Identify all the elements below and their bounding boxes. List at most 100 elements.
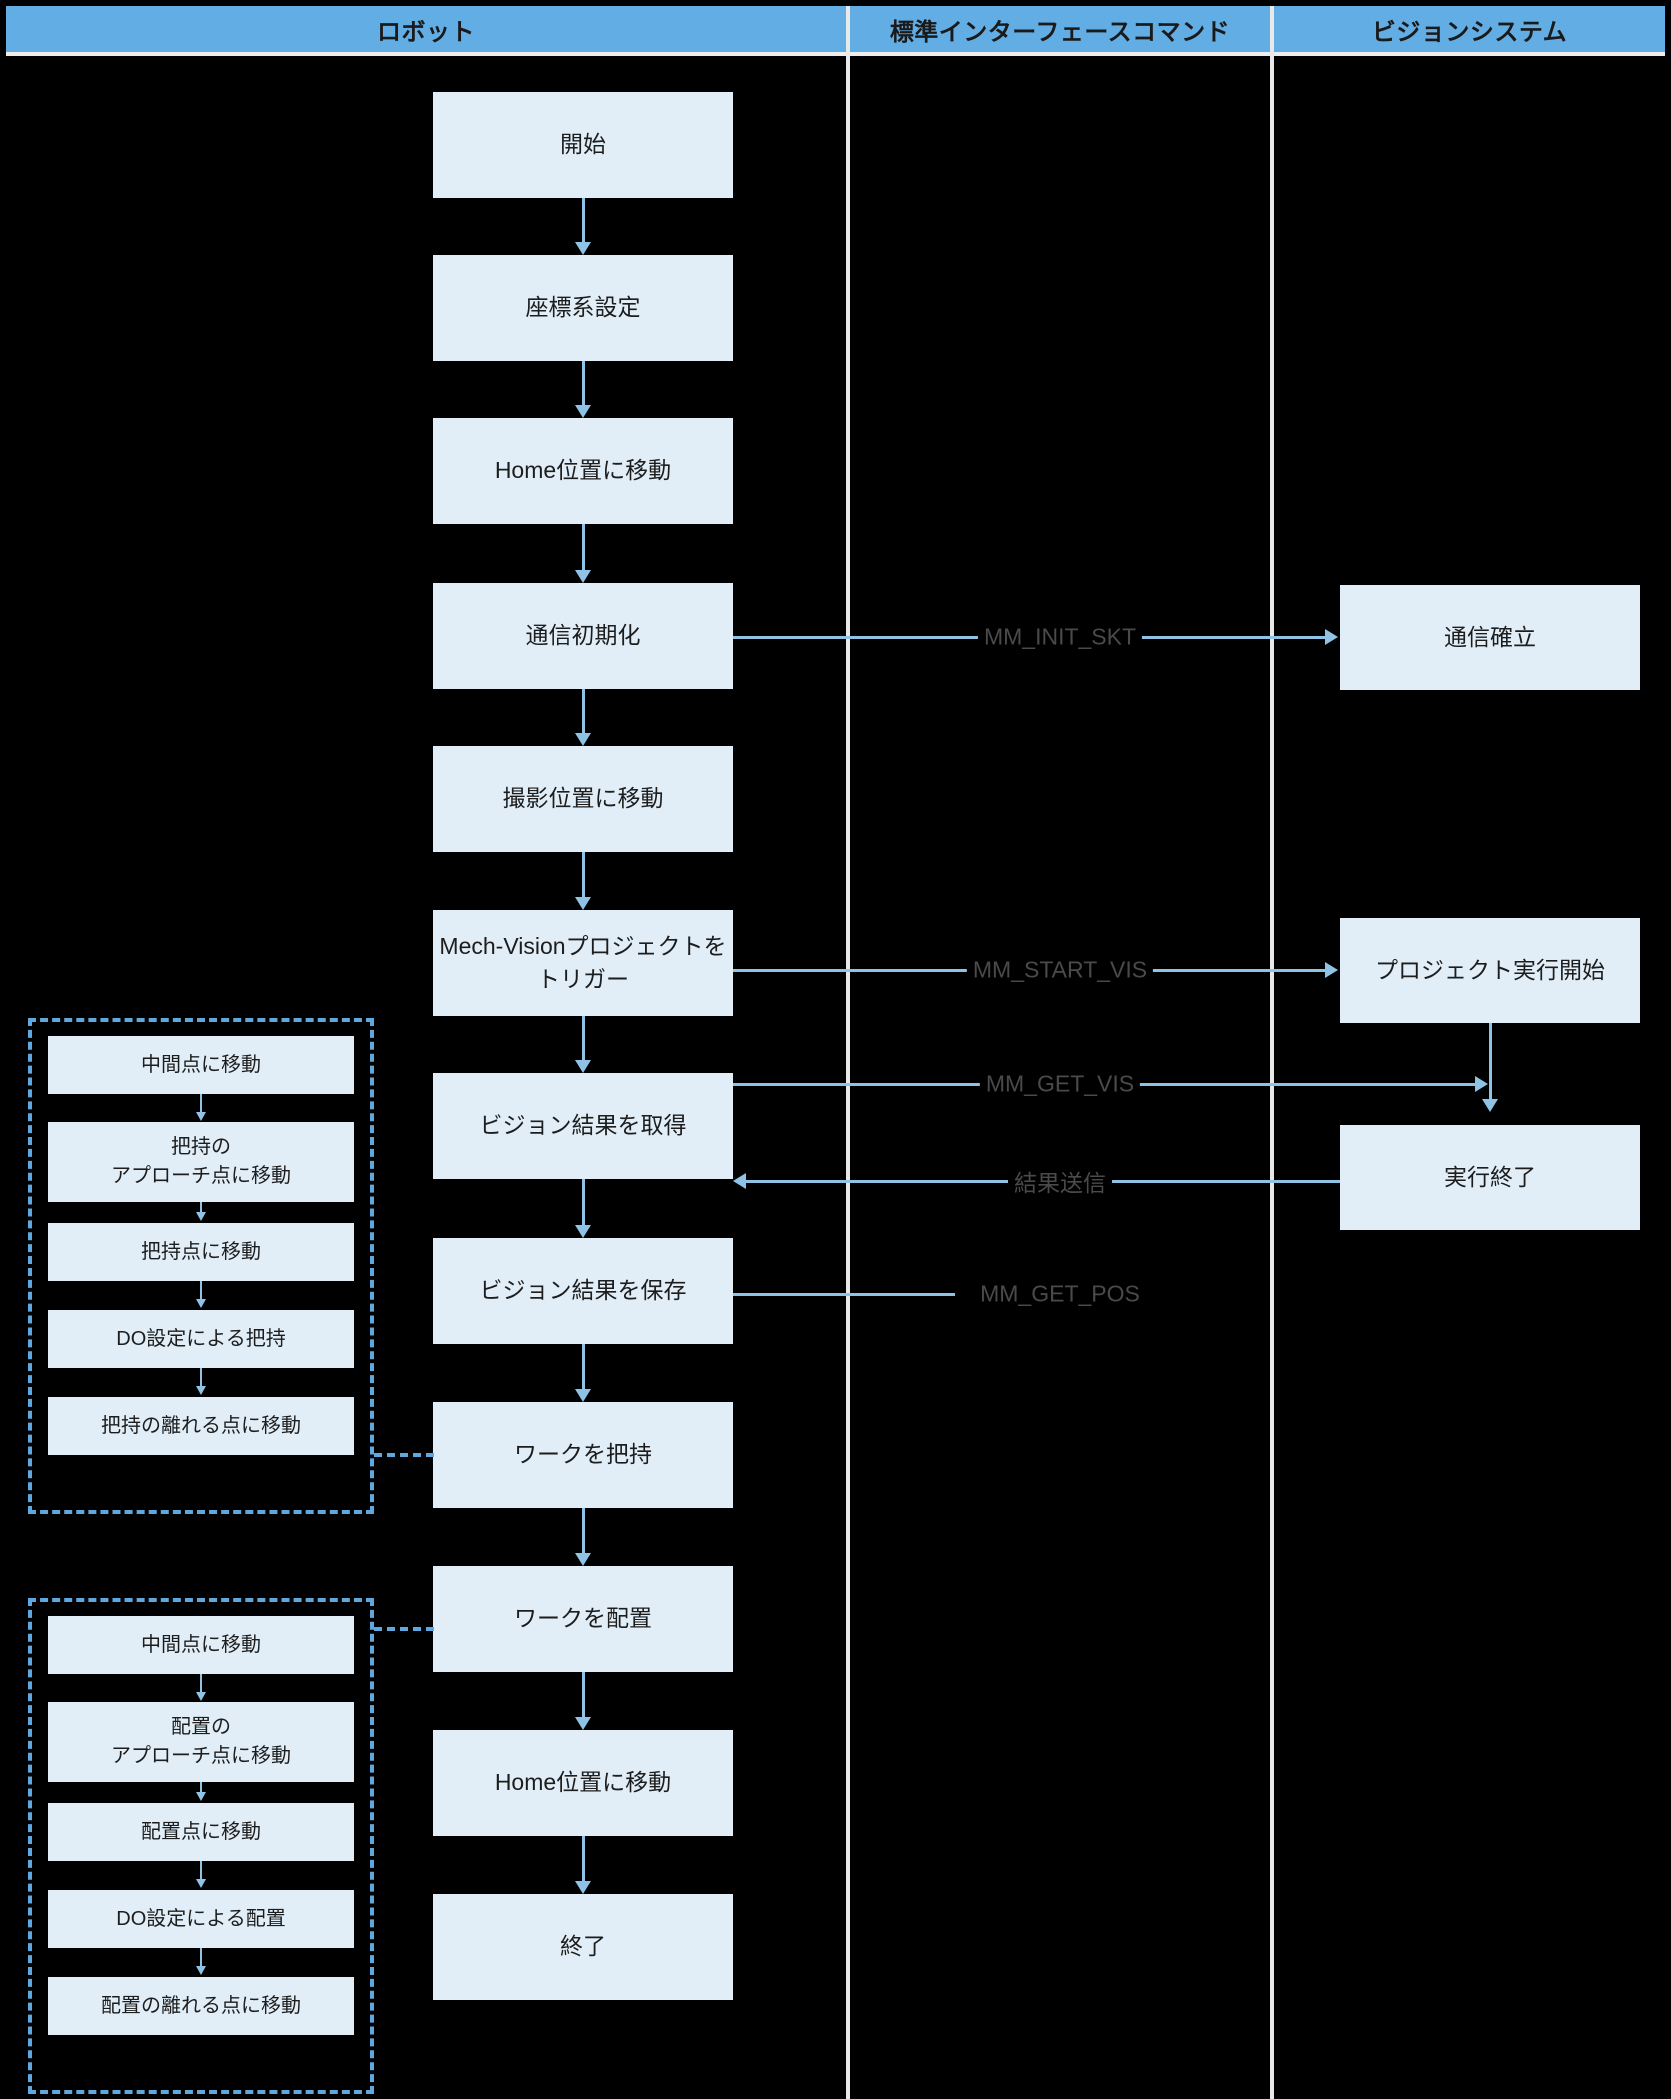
dash-link-place-group-to-node xyxy=(374,1627,434,1631)
msg-label-mm-start-vis: MM_START_VIS xyxy=(966,956,1154,984)
arrowhead-place-point xyxy=(196,1792,206,1801)
connector-initcomm-to-capture xyxy=(582,689,585,733)
node-label: 配置の離れる点に移動 xyxy=(101,1994,301,2017)
arrowhead-capture xyxy=(575,733,591,746)
connector-getresult-to-saveresult xyxy=(582,1179,585,1225)
node-move-home-1[interactable]: Home位置に移動 xyxy=(433,418,733,524)
arrowhead-pick-do xyxy=(196,1299,206,1308)
node-label: 通信確立 xyxy=(1444,623,1536,650)
node-project-start[interactable]: プロジェクト実行開始 xyxy=(1340,918,1640,1023)
node-move-capture[interactable]: 撮影位置に移動 xyxy=(433,746,733,852)
connector-saveresult-to-pick xyxy=(582,1344,585,1389)
node-label: ワークを配置 xyxy=(514,1605,652,1632)
lane-separator-1 xyxy=(846,6,850,2099)
node-save-vision-result[interactable]: ビジョン結果を保存 xyxy=(433,1238,733,1344)
node-end[interactable]: 終了 xyxy=(433,1894,733,2000)
arrowhead-saveresult xyxy=(575,1225,591,1238)
node-init-comm[interactable]: 通信初期化 xyxy=(433,583,733,689)
node-label-line1: 把持の xyxy=(171,1136,231,1158)
node-label: 把持点に移動 xyxy=(141,1240,261,1263)
arrowhead-place xyxy=(575,1553,591,1566)
node-place-work[interactable]: ワークを配置 xyxy=(433,1566,733,1672)
msg-label-result-send: 結果送信 xyxy=(1008,1164,1112,1198)
connector-setcoord-to-home1 xyxy=(582,361,585,405)
lane-title-vision: ビジョンシステム xyxy=(1371,18,1568,46)
connector-place-approach-to-point xyxy=(200,1782,202,1796)
node-label: Home位置に移動 xyxy=(494,457,672,484)
node-label: ビジョン結果を取得 xyxy=(479,1112,687,1139)
node-label: DO設定による把持 xyxy=(116,1327,286,1350)
group-place-subroutine xyxy=(28,1598,374,2094)
msg-label-mm-init-skt: MM_INIT_SKT xyxy=(977,623,1143,651)
node-label-line2: アプローチ点に移動 xyxy=(111,1165,291,1187)
node-label: 配置点に移動 xyxy=(141,1820,261,1843)
node-start[interactable]: 開始 xyxy=(433,92,733,198)
node-pick-point[interactable]: 把持点に移動 xyxy=(48,1223,354,1281)
node-label: 終了 xyxy=(560,1933,606,1960)
node-label-line2: アプローチ点に移動 xyxy=(111,1745,291,1767)
node-label: 中間点に移動 xyxy=(141,1633,261,1656)
node-place-approach[interactable]: 配置の アプローチ点に移動 xyxy=(48,1702,354,1782)
node-place-do[interactable]: DO設定による配置 xyxy=(48,1890,354,1948)
node-pick-work[interactable]: ワークを把持 xyxy=(433,1402,733,1508)
arrowhead-place-departure xyxy=(196,1966,206,1975)
arrowhead-home2 xyxy=(575,1717,591,1730)
arrowhead-setcoord xyxy=(575,242,591,255)
node-label: ワークを把持 xyxy=(514,1441,652,1468)
arrowhead-initcomm xyxy=(575,570,591,583)
node-set-coord[interactable]: 座標系設定 xyxy=(433,255,733,361)
node-label: Home位置に移動 xyxy=(494,1769,672,1796)
node-comm-established[interactable]: 通信確立 xyxy=(1340,585,1640,690)
connector-capture-to-trigger xyxy=(582,852,585,897)
node-pick-approach[interactable]: 把持の アプローチ点に移動 xyxy=(48,1122,354,1202)
arrowhead-mm-init-skt xyxy=(1325,629,1338,645)
connector-pick-approach-to-point xyxy=(200,1202,202,1216)
node-label: 座標系設定 xyxy=(525,294,641,321)
arrowhead-pick-approach xyxy=(196,1112,206,1121)
node-move-home-2[interactable]: Home位置に移動 xyxy=(433,1730,733,1836)
node-pick-departure[interactable]: 把持の離れる点に移動 xyxy=(48,1397,354,1455)
lane-header-command: 標準インターフェースコマンド xyxy=(850,6,1270,52)
connector-home1-to-initcomm xyxy=(582,524,585,570)
connector-place-to-home2 xyxy=(582,1672,585,1717)
connector-trigger-to-getresult xyxy=(582,1016,585,1060)
connector-place-point-to-do xyxy=(200,1861,202,1883)
msg-label-mm-get-pos: MM_GET_POS xyxy=(974,1280,1146,1308)
node-label: DO設定による配置 xyxy=(116,1907,286,1930)
connector-pick-waypoint-to-approach xyxy=(200,1094,202,1116)
node-label-line1: 配置の xyxy=(171,1716,231,1738)
group-pick-subroutine xyxy=(28,1018,374,1514)
lane-header-vision: ビジョンシステム xyxy=(1274,6,1665,52)
lane-header-underline xyxy=(6,52,1665,56)
connector-pick-point-to-do xyxy=(200,1281,202,1303)
node-pick-do[interactable]: DO設定による把持 xyxy=(48,1310,354,1368)
node-get-vision-result[interactable]: ビジョン結果を取得 xyxy=(433,1073,733,1179)
node-label: Mech-Visionプロジェクトをトリガー xyxy=(439,932,727,992)
arrowhead-pick-point xyxy=(196,1212,206,1221)
arrowhead-getresult xyxy=(575,1060,591,1073)
arrowhead-pick xyxy=(575,1389,591,1402)
node-label: 中間点に移動 xyxy=(141,1053,261,1076)
node-label: 把持の離れる点に移動 xyxy=(101,1414,301,1437)
lane-title-robot: ロボット xyxy=(377,18,475,46)
lane-header-robot: ロボット xyxy=(6,6,846,52)
dash-link-pick-group-to-node xyxy=(374,1453,434,1457)
arrowhead-mm-start-vis xyxy=(1325,962,1338,978)
node-label: ビジョン結果を保存 xyxy=(479,1277,687,1304)
node-project-end[interactable]: 実行終了 xyxy=(1340,1125,1640,1230)
lane-separator-2 xyxy=(1270,6,1274,2099)
msgline-mm-get-pos xyxy=(733,1293,955,1296)
connector-home2-to-end xyxy=(582,1836,585,1881)
node-place-waypoint[interactable]: 中間点に移動 xyxy=(48,1616,354,1674)
node-place-departure[interactable]: 配置の離れる点に移動 xyxy=(48,1977,354,2035)
arrowhead-result-send xyxy=(733,1173,746,1189)
connector-pick-to-place xyxy=(582,1508,585,1553)
arrowhead-place-do xyxy=(196,1879,206,1888)
connector-projectstart-to-projectend xyxy=(1489,1023,1492,1109)
node-pick-waypoint[interactable]: 中間点に移動 xyxy=(48,1036,354,1094)
node-place-point[interactable]: 配置点に移動 xyxy=(48,1803,354,1861)
node-trigger-vision[interactable]: Mech-Visionプロジェクトをトリガー xyxy=(433,910,733,1016)
node-label: プロジェクト実行開始 xyxy=(1375,956,1605,983)
node-label: 開始 xyxy=(560,131,606,158)
